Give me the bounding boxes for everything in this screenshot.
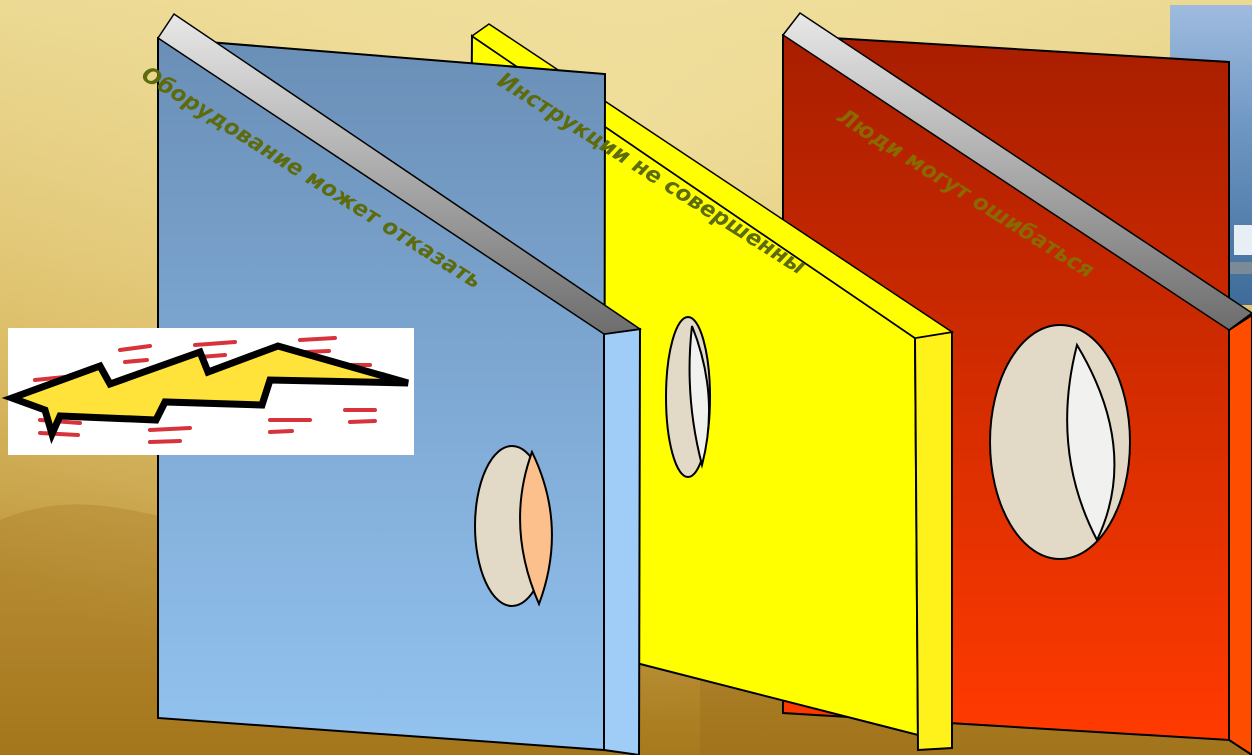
hole-people	[990, 325, 1130, 559]
hole-instructions	[666, 317, 710, 477]
hole-equipment	[475, 446, 552, 606]
hazard-panel	[8, 328, 414, 455]
